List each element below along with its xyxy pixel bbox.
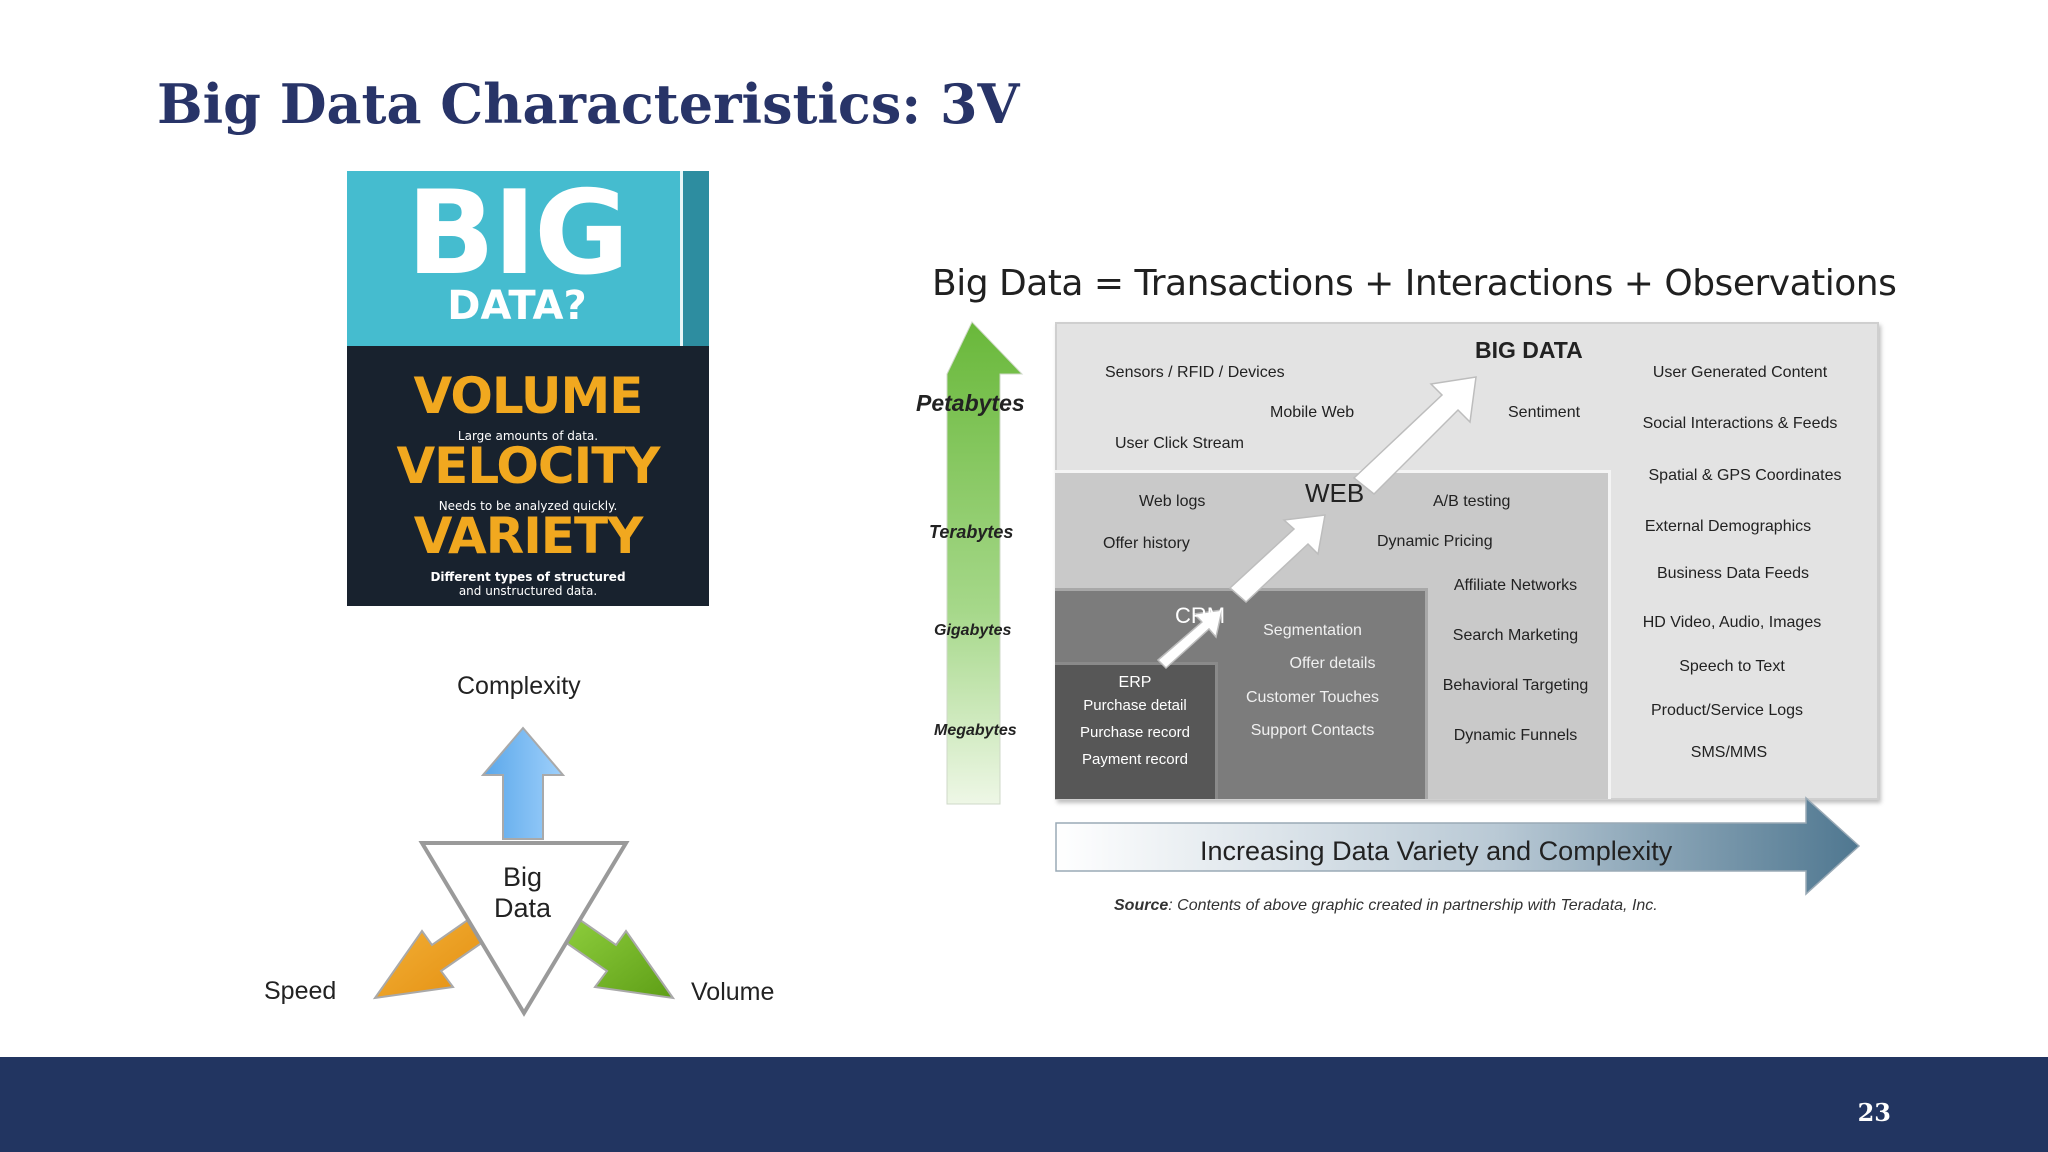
scale-gigabytes: Gigabytes	[934, 622, 1012, 639]
web-item: Offer history	[1103, 535, 1190, 552]
observation-item: Spatial & GPS Coordinates	[1648, 467, 1842, 484]
web-item: Behavioral Targeting	[1442, 677, 1589, 694]
poster-header-side	[683, 171, 709, 346]
big-data-item: User Click Stream	[1115, 435, 1244, 452]
volume-label: Volume	[691, 978, 775, 1006]
web-item: Search Marketing	[1452, 627, 1579, 644]
web-layer-label: WEB	[1305, 478, 1365, 508]
observation-item: HD Video, Audio, Images	[1642, 614, 1822, 631]
erp-item: Purchase detail	[1083, 697, 1187, 714]
big-data-item: Sensors / RFID / Devices	[1105, 364, 1285, 381]
poster-velocity: VELOCITY	[396, 437, 660, 495]
size-scale-arrow-icon	[946, 321, 1024, 805]
erp-item: Purchase record	[1079, 724, 1191, 741]
crm-item: Segmentation	[1263, 622, 1362, 639]
speed-arrow-icon	[372, 913, 485, 1000]
big-data-triangle	[418, 841, 630, 1017]
big-data-poster: BIG DATA? VOLUME Large amounts of data. …	[347, 171, 709, 606]
footer-bar	[0, 1057, 2048, 1152]
poster-big-text: BIG	[406, 171, 630, 301]
crm-item: Support Contacts	[1250, 722, 1375, 739]
three-v-diagram	[372, 726, 676, 1017]
poster-variety-desc-1: Different types of structured	[430, 570, 626, 584]
variety-arrow-icon	[1055, 796, 1861, 896]
poster-header-panel: BIG DATA?	[347, 171, 709, 346]
three-v-center-line2: Data	[493, 893, 552, 923]
source-label: Source	[1114, 897, 1169, 914]
observation-item: Speech to Text	[1679, 658, 1785, 675]
source-text: : Contents of above graphic created in p…	[1168, 897, 1658, 914]
poster-volume: VOLUME	[413, 367, 644, 425]
scale-terabytes: Terabytes	[929, 522, 1014, 542]
big-data-layer-label: BIG DATA	[1475, 337, 1583, 363]
observation-item: Social Interactions & Feeds	[1642, 415, 1838, 432]
erp-layer	[1055, 662, 1218, 799]
speed-label: Speed	[264, 977, 337, 1005]
poster-velocity-desc: Needs to be analyzed quickly.	[438, 499, 618, 513]
growth-arrows-icon	[1156, 376, 1477, 670]
erp-item: Payment record	[1082, 751, 1188, 768]
web-item: A/B testing	[1433, 493, 1511, 510]
three-v-center-label: Big Data	[455, 862, 590, 924]
source-note: Source: Contents of above graphic create…	[1114, 897, 1658, 915]
crm-item: Offer details	[1289, 655, 1376, 672]
web-item: Dynamic Funnels	[1453, 727, 1578, 744]
variety-arrow-label: Increasing Data Variety and Complexity	[1200, 836, 1673, 866]
volume-arrow-icon	[563, 913, 676, 1000]
three-v-center-line1: Big	[502, 862, 543, 892]
crm-item: Customer Touches	[1245, 689, 1380, 706]
observation-item: SMS/MMS	[1690, 744, 1768, 761]
diagram-title: Big Data = Transactions + Interactions +…	[932, 263, 1897, 304]
page-number: 23	[1857, 1098, 1891, 1127]
observation-item: Product/Service Logs	[1650, 702, 1804, 719]
erp-layer-label: ERP	[1118, 674, 1152, 691]
web-item: Dynamic Pricing	[1377, 533, 1493, 550]
observation-item: Business Data Feeds	[1656, 565, 1810, 582]
big-data-item: Mobile Web	[1270, 404, 1355, 421]
scale-petabytes: Petabytes	[916, 390, 1025, 416]
crm-layer-label: CRM	[1175, 603, 1226, 628]
poster-header-edge	[680, 171, 683, 346]
slide-title: Big Data Characteristics: 3V	[157, 72, 1020, 136]
observation-item: User Generated Content	[1652, 364, 1828, 381]
complexity-label: Complexity	[457, 672, 581, 700]
web-item: Web logs	[1139, 493, 1206, 510]
poster-variety-desc-2: and unstructured data.	[458, 584, 598, 598]
web-item: Affiliate Networks	[1453, 577, 1578, 594]
scale-megabytes: Megabytes	[934, 722, 1017, 739]
poster-data-text: DATA?	[447, 283, 587, 329]
poster-volume-desc: Large amounts of data.	[457, 429, 599, 443]
poster-variety: VARIETY	[413, 507, 644, 565]
big-data-item: Sentiment	[1508, 404, 1581, 421]
observation-item: External Demographics	[1644, 518, 1812, 535]
complexity-arrow-icon	[480, 726, 566, 840]
